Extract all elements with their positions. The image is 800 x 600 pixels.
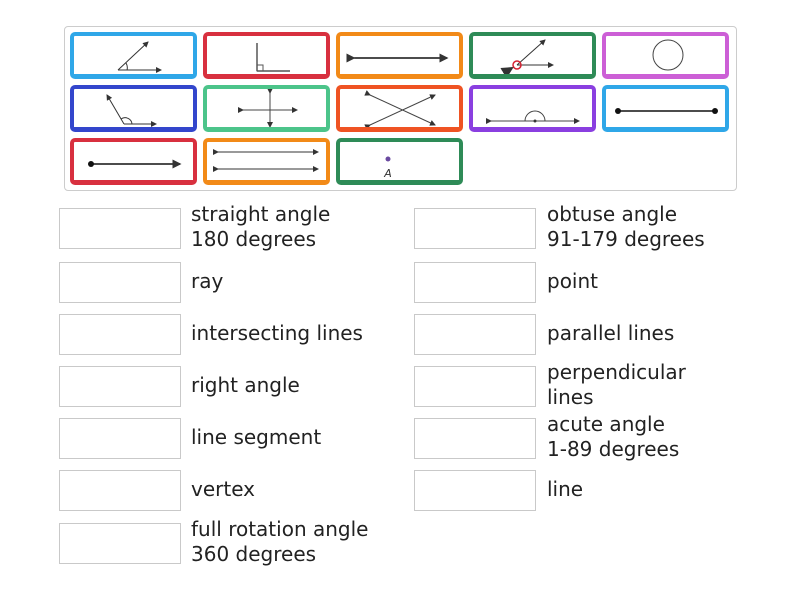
straight-angle-icon — [486, 110, 580, 124]
ray-icon — [88, 159, 182, 169]
label-line: obtuse angle — [547, 202, 678, 226]
point-icon: A — [383, 156, 392, 180]
drop-slot[interactable] — [414, 366, 536, 407]
line-segment-icon — [615, 108, 718, 114]
point-label: A — [383, 167, 392, 180]
target-label: parallel lines — [547, 321, 747, 346]
right-angle-icon — [256, 43, 290, 72]
drop-slot[interactable] — [414, 314, 536, 355]
drop-slot[interactable] — [59, 208, 181, 249]
label-line: point — [547, 269, 599, 293]
target-label: line segment — [191, 425, 391, 450]
drop-slot[interactable] — [414, 470, 536, 511]
label-line: 360 degrees — [191, 542, 317, 566]
line-icon — [346, 53, 449, 63]
acute-angle-icon — [117, 41, 162, 73]
label-line: 180 degrees — [191, 227, 317, 251]
drop-slot[interactable] — [59, 418, 181, 459]
intersecting-lines-icon — [364, 90, 436, 127]
answer-card[interactable] — [70, 32, 197, 79]
answer-card[interactable] — [469, 32, 596, 79]
answer-card[interactable] — [602, 85, 729, 132]
drop-slot[interactable] — [59, 262, 181, 303]
label-line: ray — [191, 269, 224, 293]
label-line: 91-179 degrees — [547, 227, 705, 251]
full-rotation-icon — [652, 39, 684, 71]
target-label: line — [547, 477, 747, 502]
drop-slot[interactable] — [59, 523, 181, 564]
label-line: full rotation angle — [191, 517, 369, 541]
label-line: intersecting lines — [191, 321, 363, 345]
answer-card[interactable] — [469, 85, 596, 132]
answer-card[interactable] — [336, 32, 463, 79]
card-tray: A — [64, 26, 737, 191]
drop-slot[interactable] — [414, 418, 536, 459]
drop-slot[interactable] — [414, 208, 536, 249]
target-label: right angle — [191, 373, 391, 398]
answer-card[interactable] — [203, 138, 330, 185]
label-line: vertex — [191, 477, 255, 501]
drop-slot[interactable] — [59, 366, 181, 407]
label-line: line segment — [191, 425, 322, 449]
answer-card[interactable] — [203, 32, 330, 79]
target-label: ray — [191, 269, 391, 294]
label-line: line — [547, 477, 584, 501]
answer-card[interactable]: A — [336, 138, 463, 185]
target-label: point — [547, 269, 747, 294]
drop-slot[interactable] — [59, 470, 181, 511]
label-line: straight angle — [191, 202, 331, 226]
label-line: perpendicular — [547, 360, 686, 384]
perpendicular-lines-icon — [238, 89, 298, 127]
obtuse-angle-icon — [106, 94, 157, 127]
answer-card[interactable] — [70, 138, 197, 185]
answer-card[interactable] — [203, 85, 330, 132]
label-line: acute angle — [547, 412, 665, 436]
drop-slot[interactable] — [414, 262, 536, 303]
label-line: 1-89 degrees — [547, 437, 680, 461]
drop-slot[interactable] — [59, 314, 181, 355]
vertex-icon — [500, 39, 554, 74]
target-label: intersecting lines — [191, 321, 391, 346]
label-line: parallel lines — [547, 321, 675, 345]
label-line: right angle — [191, 373, 300, 397]
label-line: lines — [547, 385, 594, 409]
answer-card[interactable] — [602, 32, 729, 79]
answer-card[interactable] — [336, 85, 463, 132]
answer-card[interactable] — [70, 85, 197, 132]
parallel-lines-icon — [213, 149, 319, 172]
target-label: vertex — [191, 477, 391, 502]
